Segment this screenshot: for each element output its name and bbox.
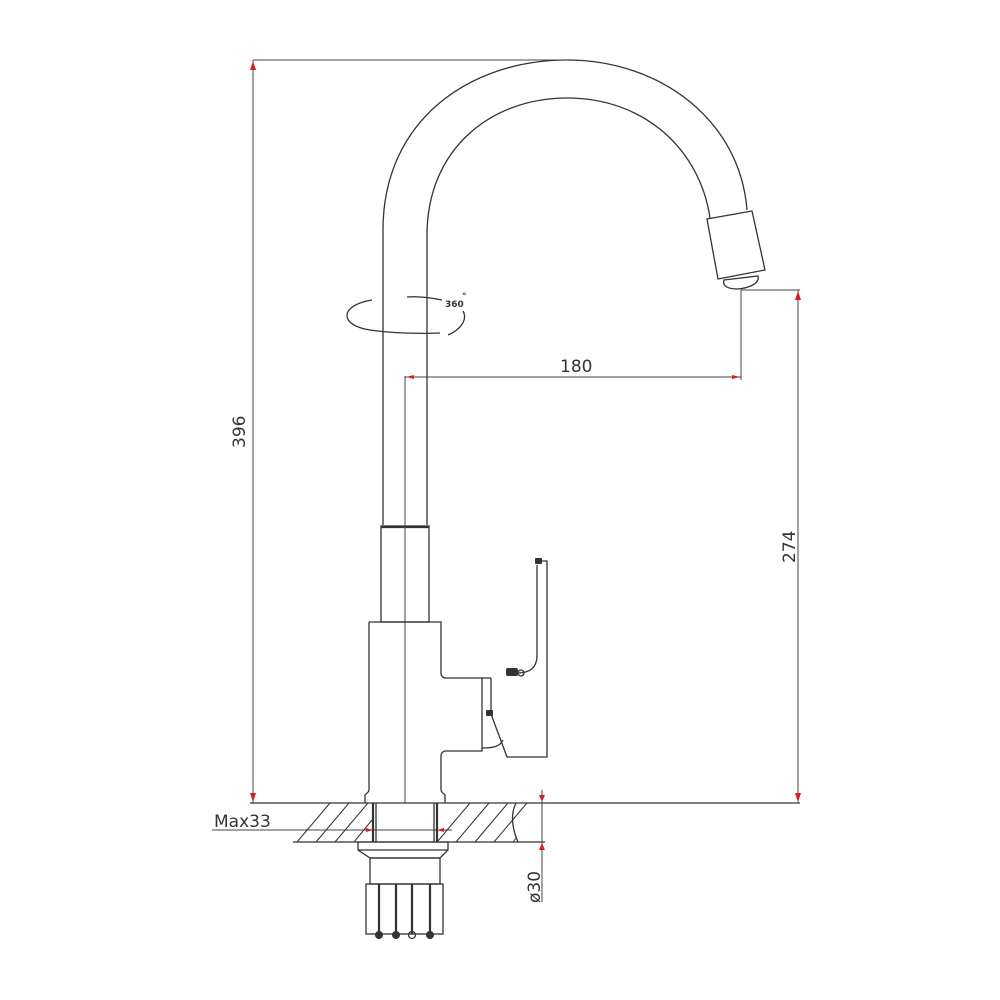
- dimension-diameter-label: ø30: [525, 871, 545, 903]
- dimension-hole-diameter: ø30: [525, 790, 545, 903]
- mounting-shank: [371, 803, 439, 842]
- dimension-396-label: 396: [230, 416, 250, 448]
- lever-handle[interactable]: [481, 558, 548, 758]
- dimension-180-label: 180: [560, 357, 592, 377]
- dimension-max33-label: Max33: [214, 812, 271, 832]
- rotation-label: 360: [445, 300, 464, 310]
- rotation-degree: °: [462, 292, 467, 302]
- dimension-spout-height: 274: [741, 289, 801, 803]
- dimension-274-label: 274: [780, 531, 800, 563]
- countertop-section: [212, 802, 800, 843]
- dimension-total-height: 396: [230, 59, 567, 803]
- dimension-spout-reach: 180: [405, 290, 742, 380]
- faucet-body: [364, 621, 491, 803]
- rotation-indicator: 360 °: [346, 292, 467, 336]
- spout: [382, 59, 748, 525]
- supply-hoses: [365, 883, 444, 940]
- dimension-max-deck: Max33: [214, 812, 444, 832]
- aerator: [706, 210, 766, 290]
- fixing-nut: [357, 841, 449, 885]
